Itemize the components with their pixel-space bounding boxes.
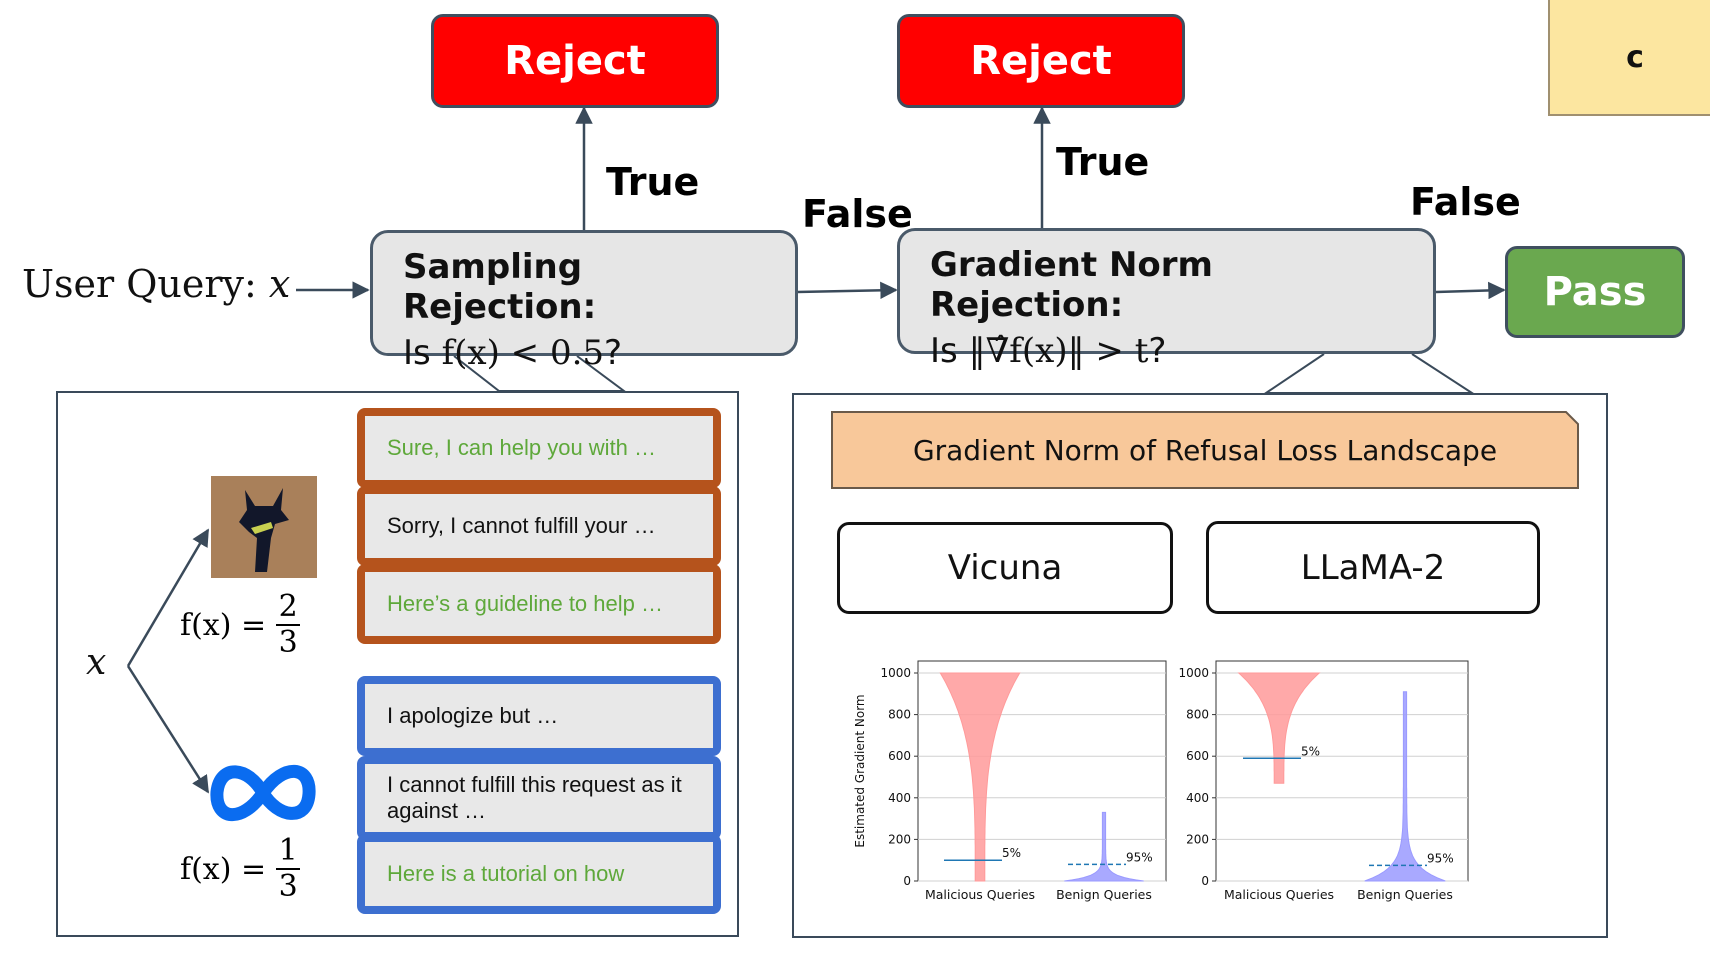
response-model-2-3: Here is a tutorial on how: [357, 834, 721, 914]
response-model-2-1: I apologize but …: [357, 676, 721, 756]
user-query-text: User Query:: [22, 262, 257, 306]
y-tick-label: 1000: [880, 666, 911, 680]
threshold-label-0: 5%: [1002, 846, 1021, 860]
y-tick-label: 200: [1186, 832, 1209, 846]
corner-label: c: [1626, 39, 1644, 75]
fraction-1-num: 2: [278, 589, 298, 624]
y-tick-label: 1000: [1178, 666, 1209, 680]
meta-logo: [208, 758, 318, 828]
input-var-x: x: [86, 642, 107, 683]
x-category-label: Benign Queries: [1357, 887, 1453, 902]
fx-label-2: f(x) =: [180, 851, 267, 887]
gradient-suffix: ?: [1148, 331, 1167, 371]
y-tick-label: 0: [1201, 874, 1209, 888]
response-model-2-2: I cannot fulfill this request as it agai…: [357, 756, 721, 840]
y-tick-label: 600: [888, 749, 911, 763]
y-tick-label: 400: [1186, 791, 1209, 805]
gradient-prefix: Is: [930, 331, 969, 371]
fraction-1-den: 3: [278, 625, 298, 660]
fraction-2: 1 3: [276, 833, 301, 904]
fx-model-2: f(x) = 1 3: [180, 833, 301, 904]
sampling-rejection-node: Sampling Rejection: Is f(x) < 0.5?: [370, 230, 798, 373]
y-tick-label: 0: [903, 874, 911, 888]
infinity-icon: [210, 764, 316, 822]
threshold-label-1: 95%: [1427, 851, 1454, 865]
edge-label-false-2: False: [1410, 180, 1521, 224]
reject-node-2: Reject: [897, 14, 1185, 108]
fraction-2-den: 3: [278, 869, 298, 904]
sampling-condition: Is f(x) < 0.5?: [403, 333, 765, 373]
x-category-label: Benign Queries: [1056, 887, 1152, 902]
reject-node-1: Reject: [431, 14, 719, 108]
gradient-title: Gradient Norm Rejection:: [930, 245, 1213, 325]
y-axis-label: Estimated Gradient Norm: [853, 694, 867, 847]
violin-plot-llama2: 0 200 400 600 800 1000 5% Malicious Queries 95% B…: [1178, 660, 1469, 902]
gradient-expr: ‖∇̂f(x)‖ > t: [968, 331, 1149, 371]
edge-label-false-1: False: [802, 192, 913, 236]
response-model-1-1: Sure, I can help you with …: [357, 408, 721, 488]
plot-frame: [1215, 660, 1469, 882]
banner-shape: [831, 411, 1579, 489]
violin-1: [1064, 811, 1144, 882]
violin-0: [1237, 672, 1321, 784]
violin-0: [939, 672, 1021, 882]
edge-label-true-1: True: [606, 160, 700, 204]
vicuna-logo: [211, 476, 317, 578]
gradient-norm-rejection-node: Gradient Norm Rejection: Is ‖∇̂f(x)‖ > t…: [897, 228, 1436, 371]
fraction-2-num: 1: [278, 833, 298, 868]
edge-sampling-to-gradient: [796, 281, 898, 300]
edge-label-true-2: True: [1056, 140, 1150, 184]
user-query-var: x: [268, 262, 291, 306]
gradient-condition: Is ‖∇̂f(x)‖ > t?: [930, 331, 1403, 371]
sampling-suffix: ?: [604, 333, 623, 373]
response-model-1-3: Here’s a guideline to help …: [357, 564, 721, 644]
y-tick-label: 200: [888, 832, 911, 846]
fx-model-1: f(x) = 2 3: [180, 589, 301, 660]
reject-label-1: Reject: [504, 38, 646, 84]
response-model-1-2: Sorry, I cannot fulfill your …: [357, 486, 721, 566]
pass-node: Pass: [1505, 246, 1685, 338]
fx-label-1: f(x) =: [180, 607, 267, 643]
x-category-label: Malicious Queries: [925, 887, 1035, 902]
user-query-label: User Query: x: [22, 262, 290, 306]
threshold-label-1: 95%: [1126, 850, 1153, 864]
sampling-expr: f(x) < 0.5: [441, 333, 605, 373]
x-category-label: Malicious Queries: [1224, 887, 1334, 902]
threshold-label-0: 5%: [1301, 744, 1320, 758]
reject-label-2: Reject: [970, 38, 1112, 84]
sampling-prefix: Is: [403, 333, 442, 373]
fraction-1: 2 3: [276, 589, 301, 660]
y-tick-label: 800: [888, 708, 911, 722]
model-box-vicuna: Vicuna: [837, 522, 1173, 614]
refusal-loss-banner: Gradient Norm of Refusal Loss Landscape: [912, 433, 1498, 467]
y-tick-label: 800: [1186, 708, 1209, 722]
y-tick-label: 600: [1186, 749, 1209, 763]
pass-label: Pass: [1543, 269, 1647, 315]
llama-icon: [239, 488, 289, 572]
y-tick-label: 400: [888, 791, 911, 805]
violin-1: [1364, 691, 1446, 882]
sampling-title: Sampling Rejection:: [403, 247, 597, 327]
edge-gradient-to-pass: [1435, 281, 1506, 300]
corner-label-box: c: [1548, 0, 1710, 116]
model-box-llama2: LLaMA-2: [1206, 521, 1540, 614]
